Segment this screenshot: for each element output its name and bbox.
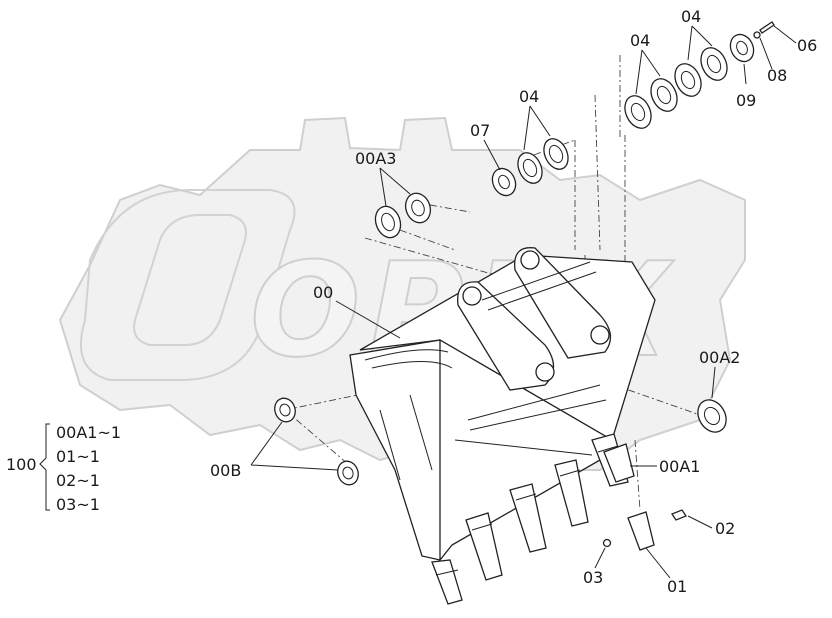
label-04-low: 04	[519, 87, 539, 106]
label-02: 02	[715, 519, 735, 538]
assembly-list: 100 00A1~1 01~1 02~1 03~1	[6, 423, 121, 514]
part-04-shim-e	[674, 63, 702, 97]
assembly-bracket	[39, 423, 50, 511]
label-04-mid: 04	[630, 31, 650, 50]
label-08: 08	[767, 66, 787, 85]
part-00A3-seal	[374, 205, 402, 239]
bucket-ear-right	[514, 247, 612, 359]
part-06-bolt	[759, 21, 775, 34]
part-00A3-ring	[404, 192, 432, 224]
assembly-item: 03~1	[56, 495, 100, 514]
part-09-plate	[729, 33, 755, 63]
label-00A3: 00A3	[355, 149, 396, 168]
leader-lines	[250, 25, 797, 579]
part-03-lock	[602, 538, 612, 548]
bucket-00	[349, 247, 656, 605]
label-00B: 00B	[210, 461, 241, 480]
part-00A2-seal	[697, 399, 727, 433]
assembly-item: 02~1	[56, 471, 100, 490]
bucket-ear-left	[457, 281, 555, 391]
label-00: 00	[313, 283, 333, 302]
part-04-shim-f	[700, 47, 728, 81]
part-01-tip	[627, 511, 655, 551]
part-07-ring	[491, 167, 517, 197]
loose-parts	[274, 21, 775, 551]
part-00B-bushing-a	[274, 397, 296, 423]
part-08-washer	[753, 31, 761, 39]
label-03: 03	[583, 568, 603, 587]
label-04-top: 04	[681, 7, 701, 26]
label-06: 06	[797, 36, 817, 55]
part-04-shim-d	[650, 78, 678, 112]
part-04-shim-c	[624, 95, 652, 129]
part-04-shim-b	[543, 138, 569, 170]
label-01: 01	[667, 577, 687, 596]
label-07: 07	[470, 121, 490, 140]
assembly-item: 00A1~1	[56, 423, 121, 442]
part-00B-bushing-b	[337, 460, 359, 486]
label-00A2: 00A2	[699, 348, 740, 367]
part-04-shim-a	[517, 152, 543, 184]
part-02-pin	[671, 509, 687, 521]
assembly-item: 01~1	[56, 447, 100, 466]
label-09: 09	[736, 91, 756, 110]
assembly-number: 100	[6, 455, 37, 474]
part-00A1-adapter	[603, 443, 635, 483]
label-00A1: 00A1	[659, 457, 700, 476]
callout-labels: 04 04 04 06 08 09 07 00A3 00 00A2 00A1 0…	[210, 7, 817, 596]
